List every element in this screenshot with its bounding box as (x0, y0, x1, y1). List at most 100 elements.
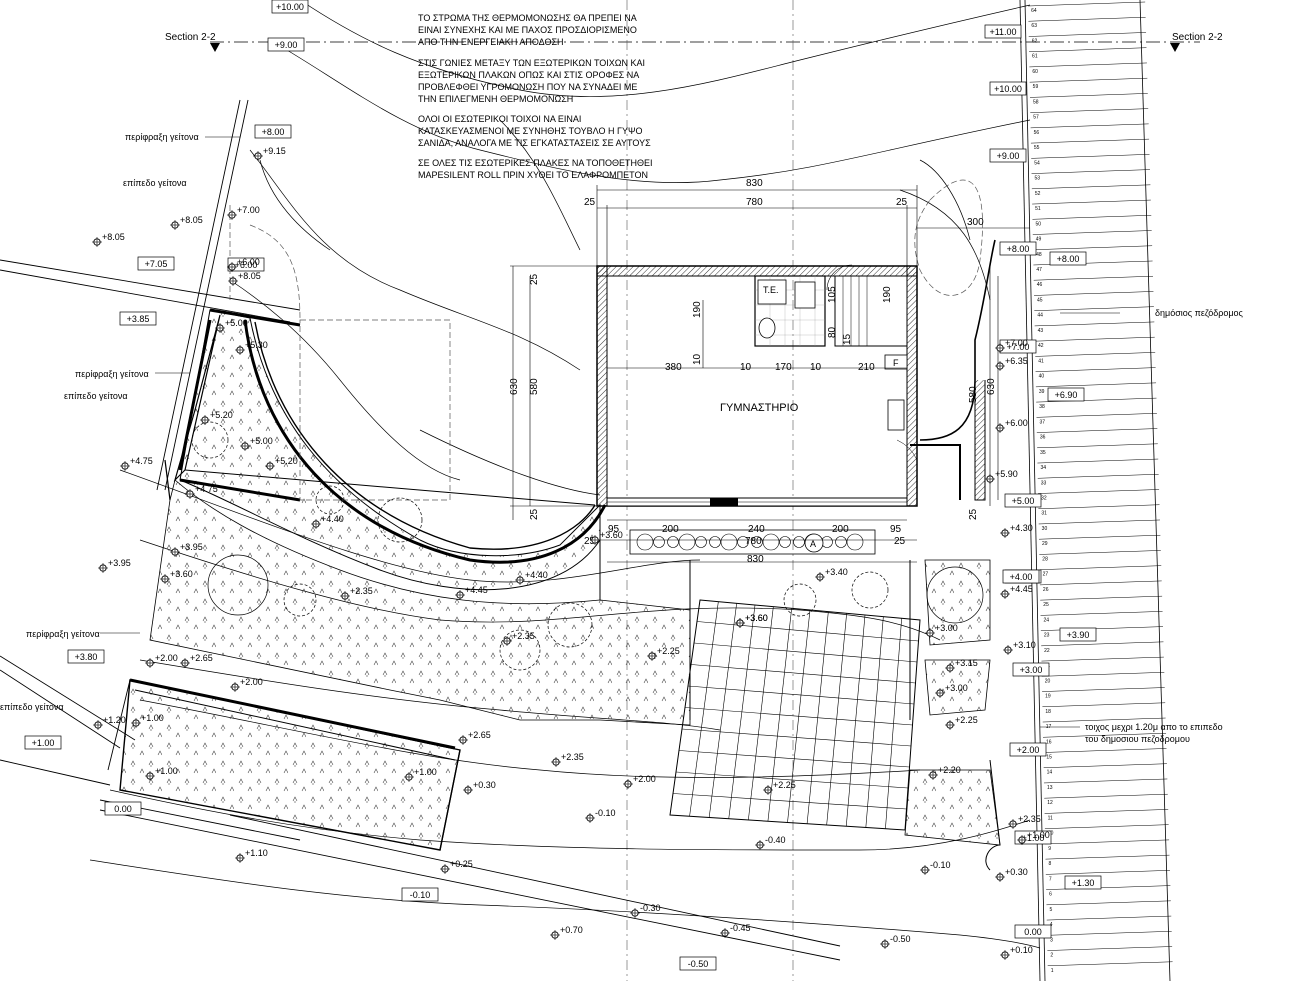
level-box (137, 256, 175, 271)
dim-240: 240 (748, 524, 765, 535)
level-box-label: +10.00 (276, 2, 304, 12)
f-label: F (893, 358, 899, 368)
spot-level-label: -0.30 (640, 903, 661, 913)
spot-level: +0.30 (463, 780, 496, 795)
stair-step-number: 3 (1050, 937, 1053, 943)
spot-level: +5.00 (240, 436, 273, 451)
stair-step-number: 44 (1037, 313, 1043, 319)
spot-level: -0.10 (920, 860, 951, 875)
spot-level: +4.45 (1000, 584, 1033, 599)
stair-step-number: 24 (1044, 617, 1050, 623)
spot-level-label: +4.30 (1010, 523, 1033, 533)
spot-level: +1.00 (131, 713, 164, 728)
planting-areas (119, 309, 1001, 851)
spot-level-label: +2.35 (1018, 814, 1041, 824)
spot-level-label: +4.45 (1010, 584, 1033, 594)
spot-level: +5.00 (215, 318, 248, 333)
dim-25: 25 (894, 536, 906, 547)
spot-level: +4.75 (120, 456, 153, 471)
spot-level: +3.40 (815, 567, 848, 582)
fence-label: περίφραξη γείτονα (75, 369, 149, 379)
dim-190: 190 (882, 286, 893, 303)
level-box-label: +7.05 (145, 259, 168, 269)
dim-10: 10 (740, 362, 752, 373)
spot-level: +8.05 (170, 215, 203, 230)
level-box-label: +10.00 (994, 84, 1022, 94)
spot-level-label: +7.00 (1005, 338, 1028, 348)
dim-380: 380 (665, 362, 682, 373)
neighbor-boundaries (0, 99, 841, 961)
stair-step-line (1045, 870, 1170, 875)
stair-step-line (1041, 656, 1164, 662)
spot-level: +4.75 (185, 484, 218, 499)
stair-step-number: 28 (1042, 556, 1048, 562)
curved-retaining-wall (164, 308, 607, 564)
note-line: ΕΞΩΤΕΡΙΚΩΝ ΠΛΑΚΩΝ ΟΠΩΣ ΚΑΙ ΣΤΙΣ ΟΡΟΦΕΣ Ν… (418, 70, 639, 80)
level-box-label: +3.85 (127, 314, 150, 324)
spot-levels: +9.15+8.05+8.05+8.05+5.00+5.30+5.20+5.00… (92, 146, 1050, 960)
stair-step-number: 47 (1036, 267, 1042, 273)
level-box (989, 81, 1027, 96)
spot-level-label: -0.45 (730, 923, 751, 933)
stair-step-number: 33 (1041, 480, 1047, 486)
spot-level: +2.25 (647, 646, 680, 661)
stair-step-line (1037, 474, 1159, 479)
spot-level: +1.00 (145, 766, 178, 781)
spot-level-label: +5.20 (275, 456, 298, 466)
spot-level-label: +6.00 (237, 257, 260, 267)
level-box-label: +1.00 (1022, 833, 1045, 843)
spot-level-label: +2.35 (512, 631, 535, 641)
spot-level-label: +2.35 (350, 586, 373, 596)
note-line: ΣΤΙΣ ΓΩΝΙΕΣ ΜΕΤΑΞΥ ΤΩΝ ΕΞΩΤΕΡΙΚΩΝ ΤΟΙΧΩΝ… (418, 58, 645, 68)
stair-step-number: 38 (1039, 404, 1045, 410)
dim-95: 95 (608, 524, 620, 535)
level-box (1012, 662, 1050, 677)
dim-25: 25 (896, 197, 908, 208)
stair-steps: 6463626160595857565554535251504948474645… (1028, 1, 1173, 974)
stair-step-line (1036, 413, 1157, 418)
dim-15: 15 (842, 333, 853, 345)
stair-step-number: 55 (1034, 145, 1040, 151)
stair-step-number: 57 (1033, 115, 1039, 121)
level-box (984, 24, 1022, 39)
spot-level: +3.15 (945, 658, 978, 673)
stair-step-line (1031, 184, 1151, 190)
level-box-label: +8.00 (262, 127, 285, 137)
spot-level-label: +2.25 (657, 646, 680, 656)
level-box-label: +9.00 (997, 151, 1020, 161)
note-line: ΑΠΟ ΤΗΝ ΕΝΕΡΓΕΙΑΚΗ ΑΠΟΔΟΣΗ (418, 37, 564, 47)
spot-level: +4.30 (1000, 523, 1033, 538)
spot-level: +2.35 (502, 631, 535, 646)
spot-level-label: +5.00 (250, 436, 273, 446)
stair-step-line (1030, 123, 1149, 129)
spot-level-label: +3.15 (955, 658, 978, 668)
spot-level-label: +4.75 (130, 456, 153, 466)
wc-label: T.E. (763, 285, 779, 295)
spot-level: +2.65 (180, 653, 213, 668)
stair-step-line (1033, 275, 1154, 281)
spot-level: +1.00 (1017, 830, 1050, 845)
stair-step-number: 34 (1040, 465, 1046, 471)
level-box-label: +3.90 (1067, 630, 1090, 640)
note-line: ΣΑΝΙΔΑ, ΑΝΑΛΟΓΑ ΜΕ ΤΙΣ ΕΓΚΑΤΑΣΤΑΣΕΙΣ ΣΕ … (418, 138, 651, 148)
level-box-label: +6.00 (235, 260, 258, 270)
level-box (1004, 493, 1042, 508)
spot-level: +5.20 (200, 410, 233, 425)
spot-level-label: +4.40 (321, 514, 344, 524)
leader-lines (100, 136, 1120, 728)
section-label-left: Section 2-2 (165, 32, 216, 43)
stair-step-number: 63 (1031, 23, 1037, 29)
dim-95: 95 (890, 524, 902, 535)
level-box-label: +3.00 (1020, 665, 1043, 675)
level-box (24, 735, 62, 750)
spot-level-label: +4.45 (465, 585, 488, 595)
spot-level-label: +9.15 (263, 146, 286, 156)
level-box (999, 241, 1037, 256)
spot-level-label: +3.60 (745, 613, 768, 623)
spot-level: +0.25 (440, 859, 473, 874)
stair-step-number: 5 (1049, 907, 1052, 913)
level-box (1049, 251, 1087, 266)
dim-200: 200 (832, 524, 849, 535)
stair-step-number: 52 (1035, 191, 1041, 197)
stair-step-number: 11 (1048, 815, 1053, 821)
